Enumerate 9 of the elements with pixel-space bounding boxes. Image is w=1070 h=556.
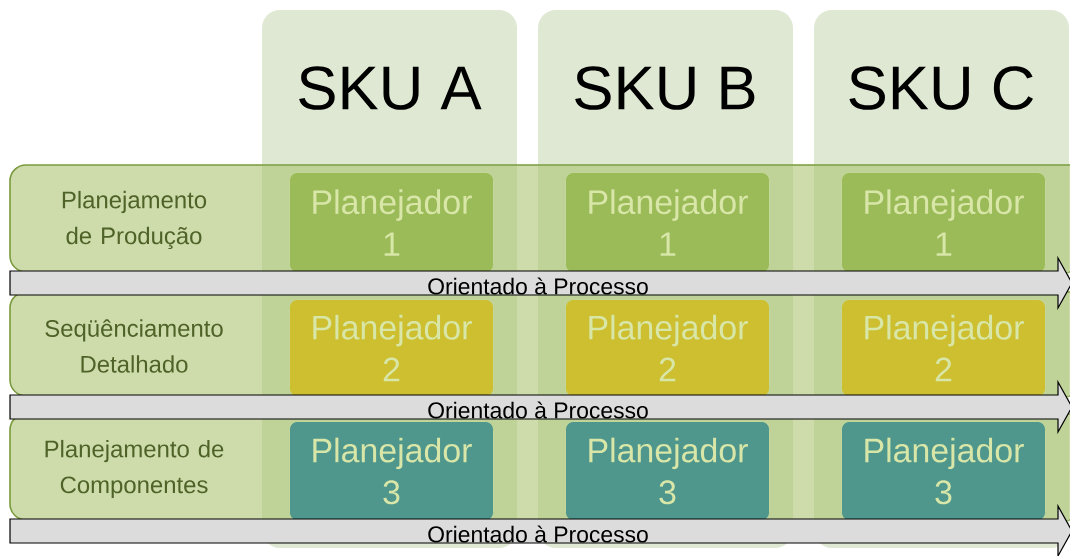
planner-box: Planejador 1 bbox=[565, 172, 770, 273]
planner-box: Planejador 3 bbox=[565, 421, 770, 521]
planner-box: Planejador 1 bbox=[289, 172, 494, 273]
planner-box: Planejador 2 bbox=[289, 299, 494, 397]
planner-box: Planejador 2 bbox=[841, 299, 1046, 397]
planner-box: Planejador 2 bbox=[565, 299, 770, 397]
planner-box: Planejador 1 bbox=[841, 172, 1046, 273]
planner-box: Planejador 3 bbox=[841, 421, 1046, 521]
planner-box: Planejador 3 bbox=[289, 421, 494, 521]
